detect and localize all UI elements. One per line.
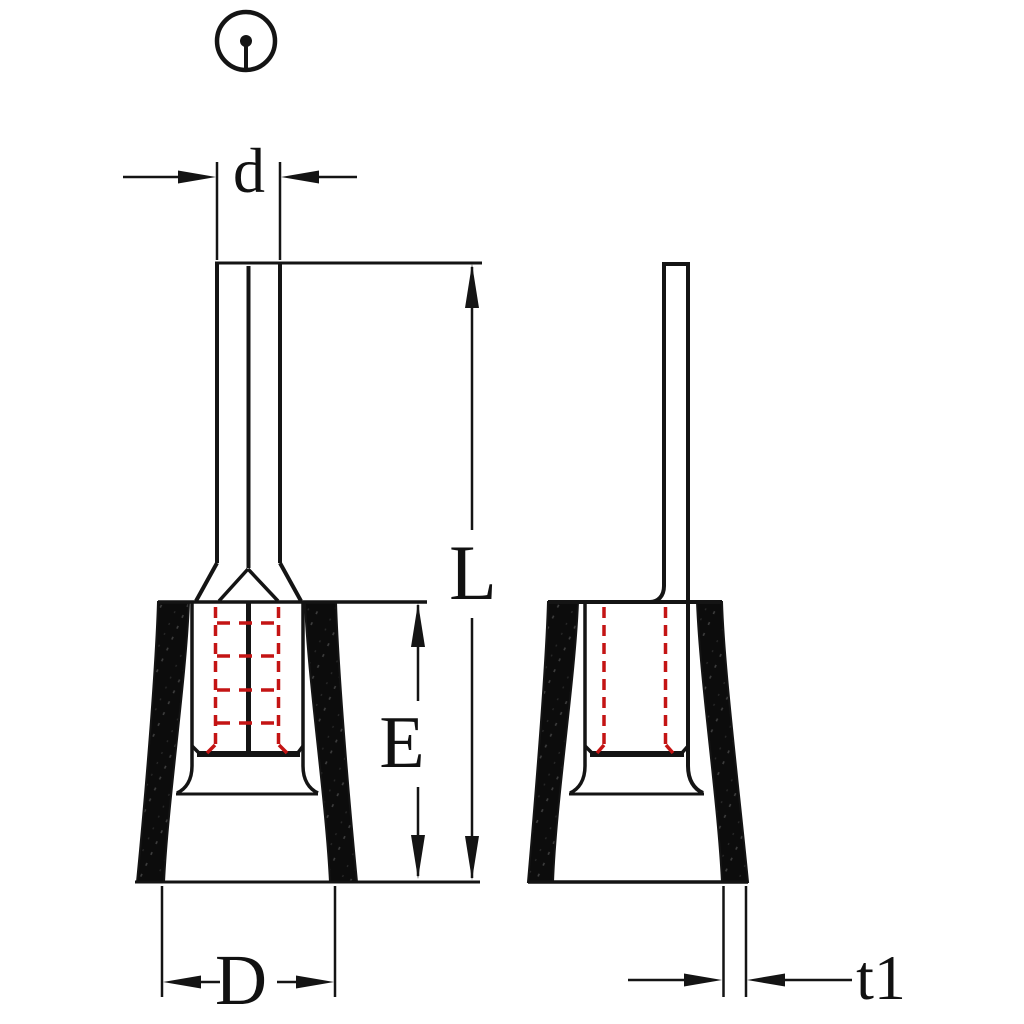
E-arrowhead-top <box>411 603 425 647</box>
hidden-corner-right <box>277 743 289 755</box>
barrel-bevel-left-side <box>583 744 595 756</box>
hidden-wire-barrel <box>205 607 289 755</box>
d-arrowhead-left <box>178 170 216 184</box>
barrel-wall-right <box>301 602 319 795</box>
dimension-t1 <box>628 886 852 997</box>
seam-v-left <box>217 567 250 603</box>
sleeve-right-wall <box>303 601 359 883</box>
front-view <box>135 261 482 884</box>
seam-v-right <box>246 567 280 603</box>
t1-arrowhead-left <box>684 973 722 987</box>
D-arrowhead-left <box>163 975 201 989</box>
sleeve-left-wall <box>135 601 191 883</box>
L-arrowhead-top <box>465 264 479 308</box>
dimension-E <box>411 603 425 879</box>
sleeve-left-wall-side <box>526 601 580 883</box>
pin-flare-left <box>194 562 219 602</box>
label-E: E <box>379 702 425 784</box>
barrel-bottom-bevel-right <box>295 744 305 756</box>
E-arrowhead-bottom <box>411 835 425 879</box>
barrel-bottom-bevel-left <box>190 744 202 756</box>
hidden-corner-left <box>205 743 217 755</box>
label-L: L <box>449 529 497 616</box>
L-arrowhead-bottom <box>465 836 479 880</box>
hidden-corner-right-side <box>664 743 675 755</box>
t1-arrowhead-right <box>747 973 785 987</box>
symbol-center-dot <box>240 35 252 47</box>
side-view <box>526 262 750 884</box>
dimension-L <box>280 261 482 880</box>
wire-end-view-icon <box>214 9 278 73</box>
pin-flare-right <box>278 562 303 602</box>
dimension-d <box>123 162 357 260</box>
dimension-D <box>160 886 337 997</box>
barrel-wall-left-side <box>569 602 587 795</box>
sleeve-right-wall-side <box>695 601 750 883</box>
hidden-corner-left-side <box>595 743 606 755</box>
d-arrowhead-right <box>281 170 319 184</box>
barrel-wall-left <box>176 602 194 795</box>
pin-right-edge-side <box>686 264 704 795</box>
D-arrowhead-right <box>296 975 334 989</box>
label-d: d <box>233 135 265 206</box>
pin-left-edge-side <box>649 264 666 604</box>
hidden-wire-barrel-side <box>595 607 675 755</box>
label-D: D <box>215 940 267 1020</box>
label-t1: t1 <box>856 942 906 1013</box>
barrel-bevel-right-side <box>679 744 690 756</box>
